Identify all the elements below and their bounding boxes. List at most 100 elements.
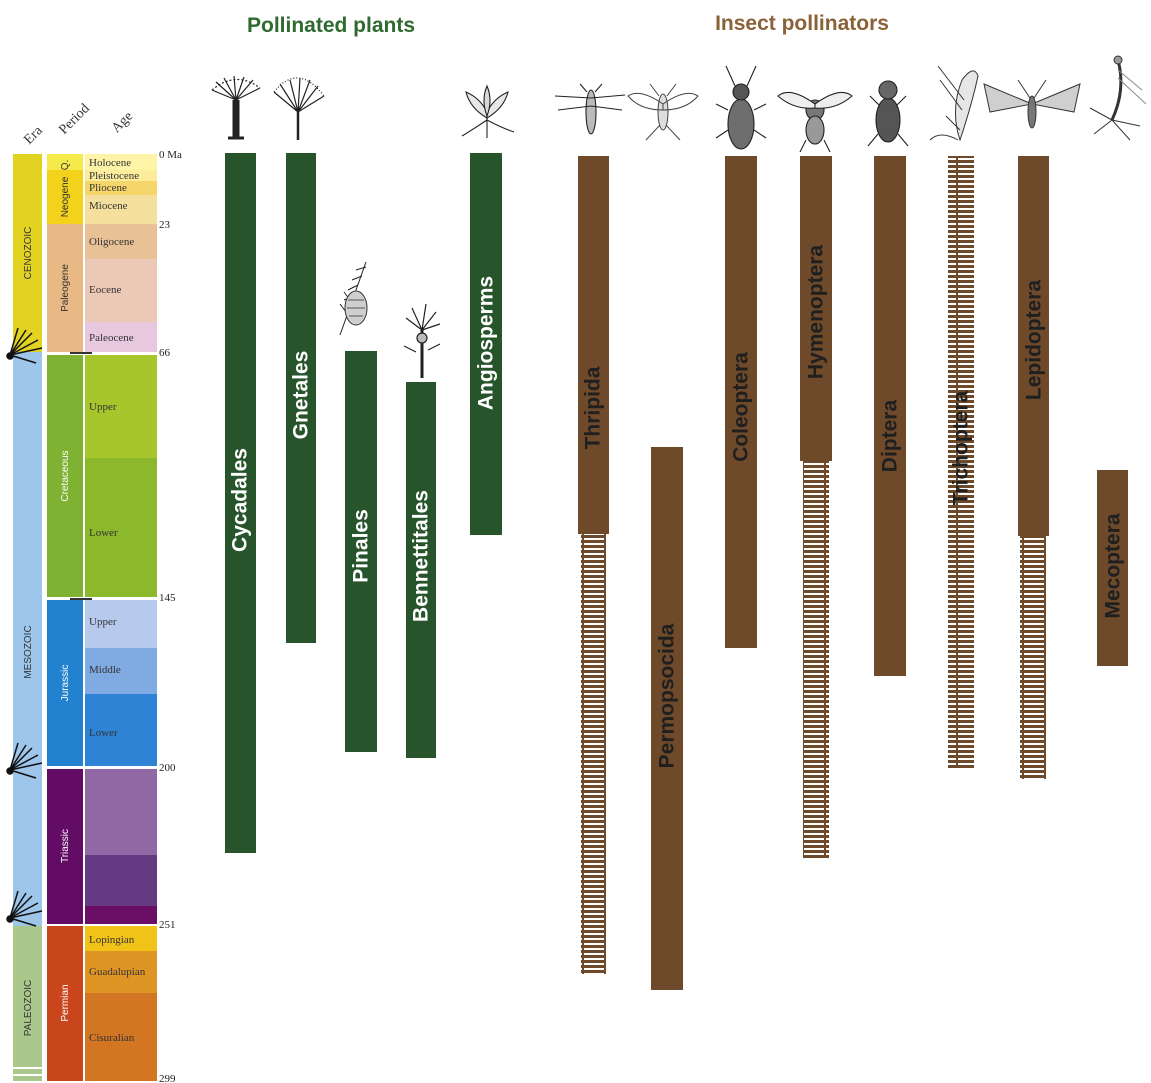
ma-tick-145: 145: [159, 592, 176, 604]
period-label-paleogene: Paleogene: [60, 264, 71, 312]
age-eocene-band: [85, 259, 157, 322]
bar-diptera: [874, 156, 906, 676]
bar-trichoptera-hatched: [948, 156, 974, 768]
age-pleistocene-band: [85, 170, 157, 181]
label-cycadales: Cycadales: [229, 448, 252, 552]
caddisfly-icon: [929, 65, 979, 142]
header-pollinated-plants: Pollinated plants: [247, 14, 415, 37]
period-neogene-band: [47, 170, 83, 224]
age-guadalupian-band: [85, 951, 157, 993]
header-insect-pollinators: Insect pollinators: [715, 12, 889, 35]
label-trichoptera: Trichoptera: [950, 391, 973, 506]
period-column: Q. Neogene Paleogene Cretaceous Jurassic…: [47, 154, 92, 1081]
label-coleoptera: Coleoptera: [730, 352, 753, 462]
fly-icon: [867, 80, 909, 147]
ma-tick-66: 66: [159, 347, 171, 359]
age-upper-cretaceous-band: [85, 355, 157, 458]
era-label-paleozoic: PALEOZOIC: [23, 980, 34, 1037]
pine-cone-icon: [339, 261, 368, 336]
age-label-holocene: Holocene: [89, 157, 131, 169]
age-lower-cretaceous-band: [85, 458, 157, 597]
label-gnetales: Gnetales: [290, 351, 313, 440]
age-miocene-band: [85, 195, 157, 224]
gnetales-icon: [273, 77, 325, 140]
cycad-icon: [211, 75, 261, 140]
age-paleocene-band: [85, 322, 157, 352]
period-label-cretaceous: Cretaceous: [60, 450, 71, 501]
extinction-marker-triassic-jurassic: [6, 742, 43, 779]
label-permopsocida: Permopsocida: [656, 623, 679, 768]
era-paleozoic-band: [13, 926, 42, 1081]
insect-bars: Thripida Permopsocida Coleoptera Hymenop…: [578, 156, 1128, 990]
period-permian-band: [47, 926, 83, 1081]
age-lopingian-band: [85, 926, 157, 951]
age-label-lower-cretaceous: Lower: [89, 527, 118, 539]
period-jurassic-band: [47, 600, 83, 766]
beetle-icon: [715, 65, 767, 150]
label-bennettitales: Bennettitales: [410, 490, 433, 622]
extinction-marker-permian-triassic: [6, 890, 43, 927]
bar-coleoptera: [725, 156, 757, 648]
label-thripida: Thripida: [582, 366, 605, 449]
era-column: CENOZOIC MESOZOIC PALEOZOIC: [13, 154, 42, 1081]
label-hymenoptera: Hymenoptera: [805, 245, 828, 380]
ma-tick-23: 23: [159, 219, 171, 231]
ma-tick-251: 251: [159, 919, 176, 931]
label-pinales: Pinales: [350, 509, 373, 583]
column-header-age: Age: [109, 109, 136, 136]
age-label-upper-cretaceous: Upper: [89, 401, 117, 413]
period-triassic-band: [47, 769, 83, 924]
period-label-jurassic: Jurassic: [60, 665, 71, 702]
thrips-icon: [554, 83, 626, 135]
era-mesozoic-band: [13, 352, 42, 926]
age-middle-jurassic-band: [85, 648, 157, 694]
bar-lepidoptera-solid: [1018, 156, 1049, 536]
age-label-paleocene: Paleocene: [89, 332, 134, 344]
label-lepidoptera: Lepidoptera: [1023, 280, 1046, 400]
label-angiosperms: Angiosperms: [475, 276, 498, 410]
bar-bennettitales: [406, 382, 436, 758]
bar-cycadales: [225, 153, 256, 853]
ma-tick-0: 0 Ma: [159, 149, 182, 161]
scorpionfly-icon: [1089, 55, 1147, 141]
age-label-pliocene: Pliocene: [89, 182, 127, 194]
age-cisuralian-band: [85, 993, 157, 1081]
period-label-triassic: Triassic: [60, 829, 71, 863]
age-holocene-band: [85, 154, 157, 170]
bar-permopsocida: [651, 447, 683, 990]
age-lower-triassic-band: [85, 906, 157, 924]
period-label-permian: Permian: [60, 984, 71, 1021]
period-cretaceous-band: [47, 355, 83, 597]
plant-bars: Cycadales Gnetales Pinales Bennettitales…: [225, 153, 502, 853]
age-oligocene-band: [85, 224, 157, 259]
age-label-lopingian: Lopingian: [89, 934, 135, 946]
period-label-quaternary: Q.: [60, 160, 71, 171]
age-label-pleistocene: Pleistocene: [89, 170, 139, 182]
age-label-upper-jurassic: Upper: [89, 616, 117, 628]
bar-hymenoptera-solid: [800, 156, 832, 461]
permopsocid-icon: [627, 83, 699, 141]
ma-tick-299: 299: [159, 1073, 176, 1083]
bar-angiosperms: [470, 153, 502, 535]
label-diptera: Diptera: [879, 400, 902, 473]
bennettitales-icon: [403, 303, 441, 378]
era-cenozoic-band: [13, 154, 42, 352]
age-label-cisuralian: Cisuralian: [89, 1032, 135, 1044]
age-lower-jurassic-band: [85, 694, 157, 766]
age-column: Holocene Pleistocene Pliocene Miocene Ol…: [85, 154, 157, 1081]
age-middle-triassic-band: [85, 855, 157, 906]
period-quaternary-band: [47, 154, 83, 170]
bar-gnetales: [286, 153, 316, 643]
label-mecoptera: Mecoptera: [1102, 513, 1125, 618]
column-header-period: Period: [56, 101, 92, 137]
period-label-neogene: Neogene: [60, 176, 71, 217]
age-label-oligocene: Oligocene: [89, 236, 134, 248]
age-label-lower-jurassic: Lower: [89, 727, 118, 739]
extinction-marker-kpg: [6, 327, 43, 364]
era-label-cenozoic: CENOZOIC: [23, 227, 34, 280]
age-pliocene-band: [85, 181, 157, 195]
age-upper-jurassic-band: [85, 600, 157, 648]
bar-pinales: [345, 351, 377, 752]
